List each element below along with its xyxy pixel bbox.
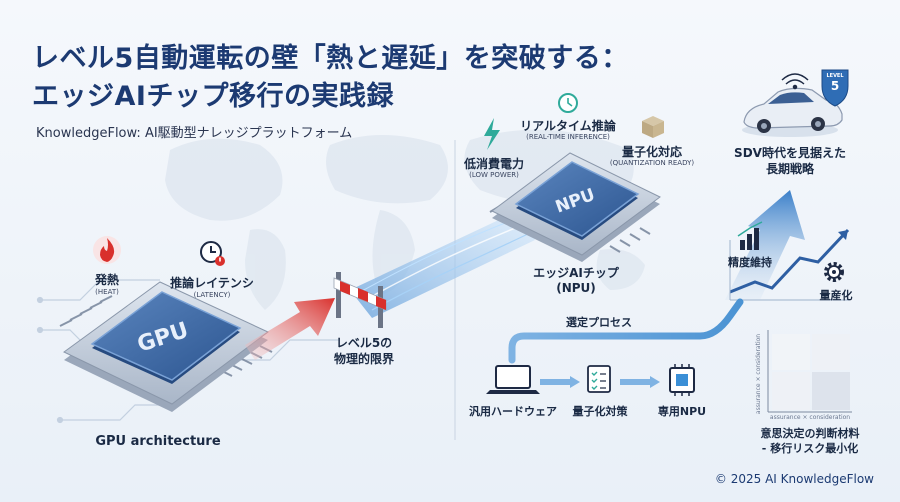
matrix-caption-line-1: 意思決定の判断材料 [760, 427, 860, 440]
chip-icon [669, 364, 695, 396]
realtime-sub-label: (REAL-TIME INFERENCE) [526, 133, 610, 141]
gpu-caption: GPU architecture [95, 434, 221, 449]
process-pipe [508, 298, 744, 388]
red-arrow [245, 298, 335, 360]
low-power-sub-label: (LOW POWER) [469, 171, 519, 179]
process-label: 選定プロセス [566, 316, 632, 329]
growth-arrow [725, 190, 850, 301]
realtime-label: リアルタイム推論 [520, 119, 616, 133]
mass-production-label: 量産化 [819, 289, 853, 302]
laptop-icon [486, 365, 540, 394]
subtitle: KnowledgeFlow: AI駆動型ナレッジプラットフォーム [36, 126, 353, 141]
npu-caption-line-2: (NPU) [556, 281, 596, 295]
quantization-sub-label: (QUANTIZATION READY) [609, 159, 695, 167]
heat-label: 発熱 [94, 273, 120, 287]
cube-icon [642, 116, 664, 138]
wifi-icon [781, 73, 809, 90]
decision-matrix [767, 330, 852, 413]
latency-label: 推論レイテンシ [170, 276, 254, 290]
low-power-label: 低消費電力 [463, 157, 525, 171]
bolt-icon [484, 118, 500, 150]
process-step-2: 量子化対策 [572, 405, 628, 418]
gpu-chip [59, 281, 273, 412]
shield-badge-icon [821, 69, 849, 107]
barrier-label-line-1: レベル5の [335, 336, 393, 350]
car-caption-line-2: 長期戦略 [765, 162, 815, 176]
barrier-label-line-2: 物理的限界 [333, 352, 395, 366]
gear-icon [824, 262, 844, 282]
checklist-icon [587, 365, 611, 393]
world-map-background [165, 129, 645, 310]
car-caption-line-1: SDV時代を見据えた [734, 146, 846, 160]
heat-sub-label: (HEAT) [95, 288, 119, 296]
barrier-gate [333, 272, 387, 328]
process-step-1: 汎用ハードウェア [469, 405, 557, 418]
car-icon [742, 87, 843, 137]
stopwatch-icon [558, 93, 578, 113]
bar-chart-icon [737, 221, 763, 250]
matrix-y-axis-label: assurance × consideration [755, 334, 762, 414]
clock-alert-icon [200, 241, 225, 266]
footer-copyright: © 2025 AI KnowledgeFlow [714, 472, 874, 486]
level-badge-text: LEVEL [826, 73, 844, 79]
npu-caption-line-1: エッジAIチップ [533, 266, 619, 280]
blue-data-stream [350, 210, 535, 318]
title-line-2: エッジAIチップ移行の実践録 [32, 81, 394, 112]
accuracy-label: 精度維持 [728, 256, 772, 269]
process-step-3: 専用NPU [657, 405, 707, 418]
title-line-1: レベル5自動運転の壁「熱と遅延」を突破する： [32, 43, 629, 74]
flame-icon [93, 236, 121, 264]
matrix-x-axis-label: assurance × consideration [769, 414, 851, 421]
npu-chip [489, 152, 661, 262]
matrix-caption-line-2: - 移行リスク最小化 [761, 442, 859, 455]
latency-sub-label: (LATENCY) [193, 291, 231, 299]
level-badge-number: 5 [830, 79, 840, 93]
quantization-label: 量子化対応 [621, 145, 683, 159]
